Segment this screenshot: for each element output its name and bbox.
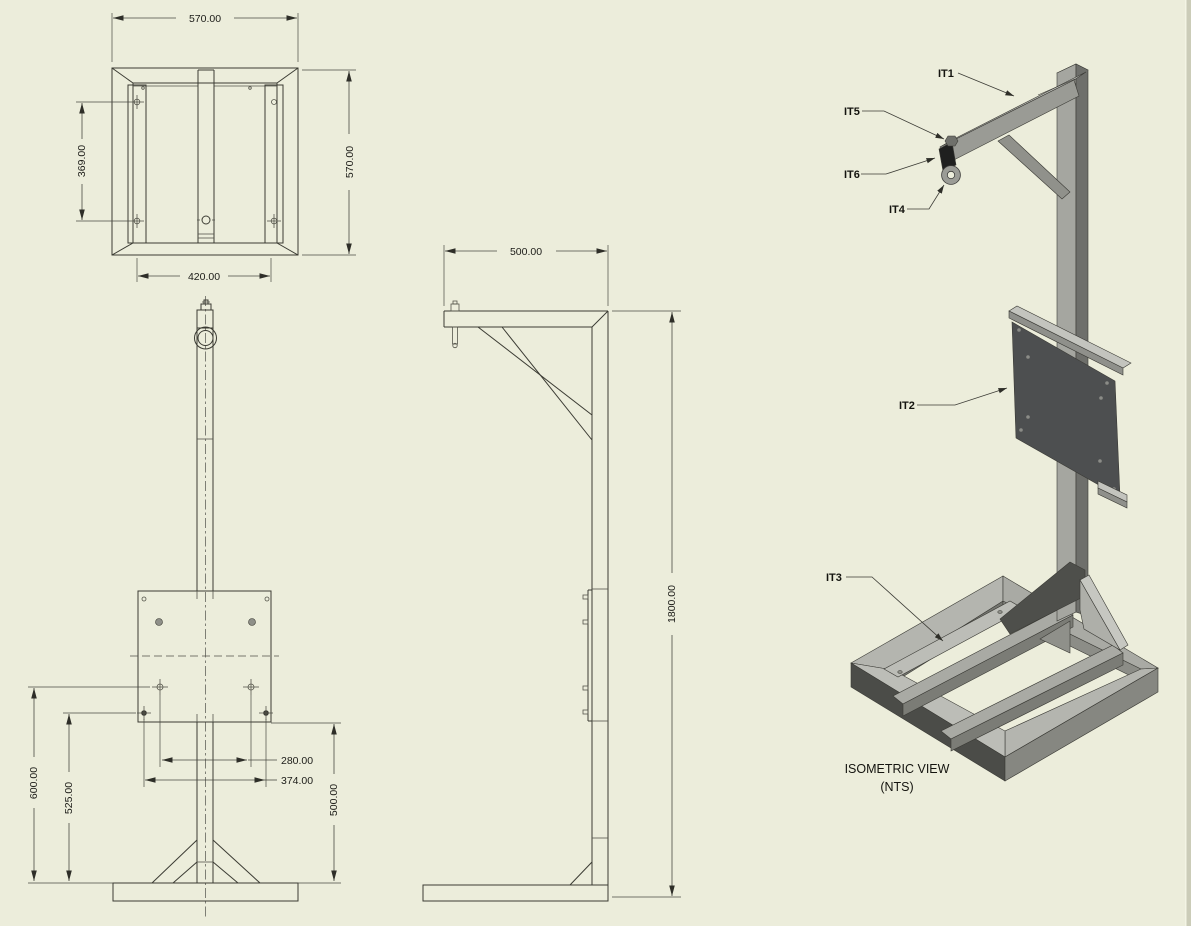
top-view: 570.00 570.00 369.00 420.00 — [76, 13, 356, 283]
side-view-dimensions: 500.00 1800.00 — [443, 245, 681, 898]
mounting-plate-side — [582, 589, 592, 722]
base-cross-rail — [892, 606, 1074, 717]
dim-total-height: 1800.00 — [666, 585, 678, 623]
iso-plate-assembly — [1008, 305, 1132, 509]
post-front — [196, 328, 214, 883]
side-view: 500.00 1800.00 — [422, 245, 681, 902]
gusset-right — [1079, 578, 1121, 651]
dim-height-right: 500.00 — [328, 784, 340, 816]
eyebolt-front — [194, 299, 217, 350]
dim-hole-span-inner: 280.00 — [281, 755, 313, 767]
top-view-holes — [130, 95, 281, 228]
top-view-dimensions: 570.00 570.00 369.00 420.00 — [76, 13, 356, 283]
dim-height-inner: 525.00 — [63, 782, 75, 814]
dim-height-outer: 600.00 — [28, 767, 40, 799]
brace-side — [477, 326, 593, 441]
arm-side — [443, 300, 609, 349]
iso-arm-end — [938, 135, 961, 185]
isometric-caption-note: (NTS) — [880, 780, 913, 794]
plate-holes-iso — [1017, 328, 1116, 491]
isometric-caption: ISOMETRIC VIEW — [845, 762, 950, 776]
gusset-front — [1039, 620, 1071, 654]
iso-base-frame — [850, 575, 1159, 782]
mounting-plate-front — [130, 590, 279, 723]
front-view: 600.00 525.00 500.00 280.00 3 — [28, 296, 341, 917]
dim-rail-span: 420.00 — [188, 271, 220, 283]
front-view-geometry — [112, 296, 299, 917]
iso-arm — [939, 71, 1087, 200]
base-gussets-front — [151, 839, 261, 884]
eyebolt-ring-outer — [194, 326, 217, 350]
base-frame-outline — [111, 67, 299, 256]
base-cross-rail — [940, 644, 1124, 752]
gusset-back-left — [999, 561, 1086, 635]
iso-base-gussets — [999, 561, 1129, 654]
eyebolt-ring-iso — [941, 165, 961, 185]
front-view-dimensions: 600.00 525.00 500.00 280.00 3 — [28, 686, 341, 884]
sheet-edge-strip — [1186, 0, 1191, 926]
callout-it2: IT2 — [899, 400, 915, 412]
isometric-view: IT1 IT5 IT6 IT4 IT2 IT3 ISOMETRIC VIEW (… — [826, 63, 1159, 794]
iso-callouts: IT1 IT5 IT6 IT4 IT2 IT3 — [826, 68, 1015, 642]
post-top-section — [197, 69, 215, 243]
iso-brace — [997, 134, 1071, 200]
dim-hole-span: 369.00 — [76, 145, 88, 177]
base-front — [112, 882, 299, 902]
dim-top-width: 570.00 — [189, 13, 221, 25]
dim-arm-length: 500.00 — [510, 246, 542, 258]
base-frame-inner-outline — [132, 82, 278, 244]
gusset-side — [569, 861, 593, 886]
right-rail-top — [264, 84, 284, 244]
eyebolt-pin-side — [452, 326, 458, 345]
top-view-geometry — [111, 67, 299, 256]
eyebolt-nut-iso — [944, 135, 959, 147]
base-side — [422, 884, 609, 902]
left-rail-top — [127, 84, 147, 244]
post-side — [591, 311, 609, 885]
callout-it1: IT1 — [938, 68, 954, 80]
eyebolt-nut-side — [450, 303, 460, 312]
callout-it4: IT4 — [889, 204, 906, 216]
sheet-edge-highlight — [1185, 0, 1187, 926]
side-view-geometry — [422, 300, 609, 902]
callout-it3: IT3 — [826, 572, 842, 584]
callout-it6: IT6 — [844, 169, 860, 181]
callout-it5: IT5 — [844, 106, 860, 118]
dim-hole-span-outer: 374.00 — [281, 775, 313, 787]
dim-top-height: 570.00 — [344, 146, 356, 178]
